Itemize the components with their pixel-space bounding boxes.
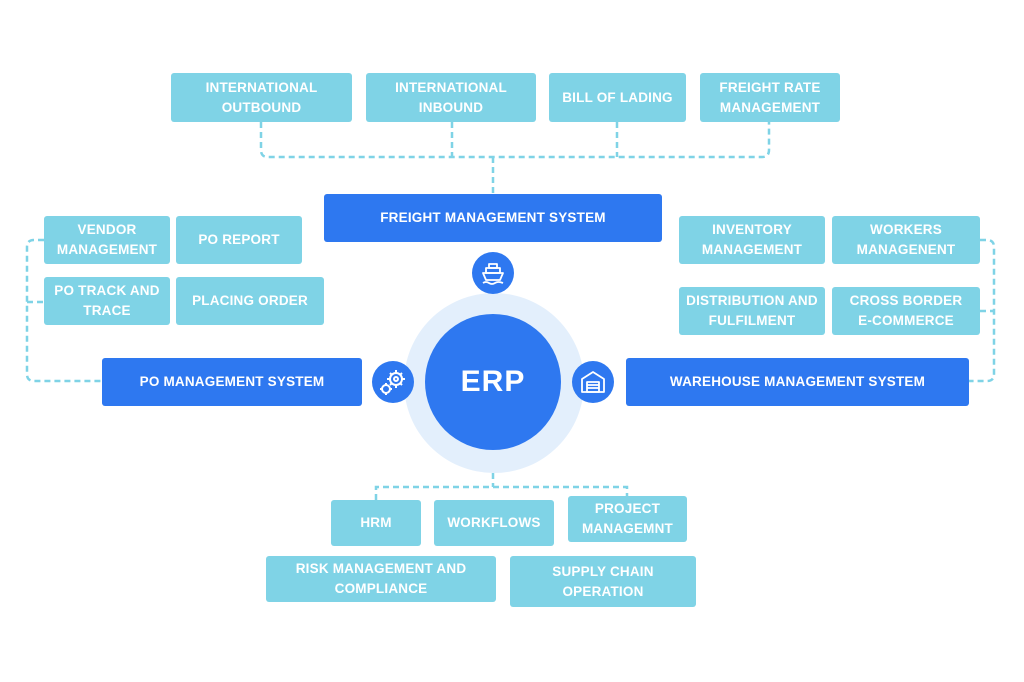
distribution-box: DISTRIBUTION AND FULFILMENT: [679, 287, 825, 335]
erp-center: ERP: [425, 314, 561, 450]
bill-of-lading-box: BILL OF LADING: [549, 73, 686, 122]
connector-po: [25, 238, 102, 383]
supply-chain-box: SUPPLY CHAIN OPERATION: [510, 556, 696, 607]
gears-icon: [372, 361, 414, 403]
ship-icon: [472, 252, 514, 294]
workers-management-box: WORKERS MANAGENENT: [832, 216, 980, 264]
hrm-box: HRM: [331, 500, 421, 546]
intl-outbound-box: INTERNATIONAL OUTBOUND: [171, 73, 352, 122]
inventory-management-box: INVENTORY MANAGEMENT: [679, 216, 825, 264]
po-management-system: PO MANAGEMENT SYSTEM: [102, 358, 362, 406]
project-management-box: PROJECT MANAGEMNT: [568, 496, 687, 542]
freight-rate-box: FREIGHT RATE MANAGEMENT: [700, 73, 840, 122]
warehouse-icon: [572, 361, 614, 403]
vendor-management-box: VENDOR MANAGEMENT: [44, 216, 170, 264]
connector-erp: [374, 473, 629, 500]
po-report-box: PO REPORT: [176, 216, 302, 264]
po-track-box: PO TRACK AND TRACE: [44, 277, 170, 325]
freight-management-system: FREIGHT MANAGEMENT SYSTEM: [324, 194, 662, 242]
intl-inbound-box: INTERNATIONAL INBOUND: [366, 73, 536, 122]
risk-management-box: RISK MANAGEMENT AND COMPLIANCE: [266, 556, 496, 602]
placing-order-box: PLACING ORDER: [176, 277, 324, 325]
warehouse-management-system: WAREHOUSE MANAGEMENT SYSTEM: [626, 358, 969, 406]
workflows-box: WORKFLOWS: [434, 500, 554, 546]
cross-border-box: CROSS BORDER E-COMMERCE: [832, 287, 980, 335]
connector-freight: [259, 122, 771, 159]
